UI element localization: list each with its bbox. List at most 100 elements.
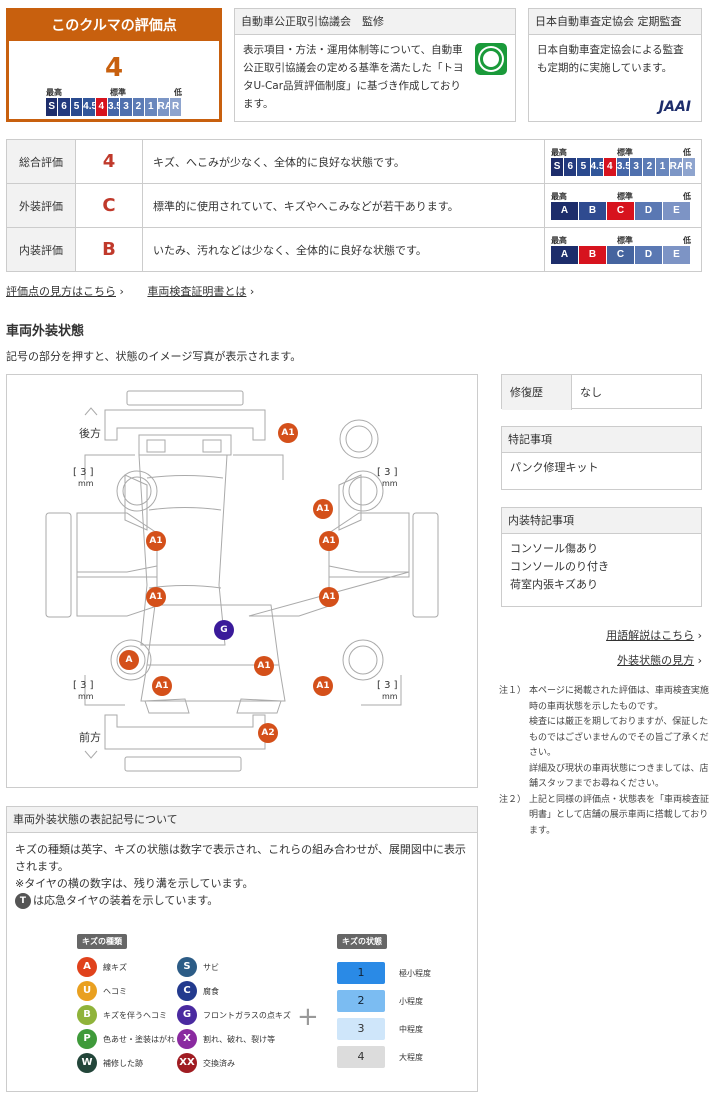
damage-type-label: 交換済み (203, 1058, 235, 1068)
certificate-link[interactable]: 車両検査証明書とは (147, 285, 247, 298)
damage-type-icon: W (77, 1053, 97, 1073)
rating-label: 総合評価 (6, 139, 76, 184)
damage-marker[interactable]: A2 (258, 723, 278, 743)
damage-marker[interactable]: A1 (278, 423, 298, 443)
legend-spare-note: は応急タイヤの装着を示しています。 (33, 894, 219, 907)
damage-type-label: 腐食 (203, 986, 219, 996)
scale-high-label: 最高 (550, 236, 567, 245)
tread-depth: [ 3 ]mm (73, 467, 94, 488)
damage-type-icon: G (177, 1005, 197, 1025)
glossary-link-row: 用語解説はこちら › (606, 629, 702, 642)
scale-cell: B (578, 202, 606, 220)
damage-marker[interactable]: A1 (319, 531, 339, 551)
scale-cell: E (662, 246, 690, 264)
spare-tire-icon: T (15, 893, 31, 909)
scale-cell: C (606, 246, 634, 264)
damage-type: XX 交換済み (177, 1051, 297, 1075)
tread-unit: mm (77, 692, 94, 701)
damage-type-label: サビ (203, 962, 219, 972)
tread-value: 3 (384, 467, 391, 478)
scale-cell: 3.5 (107, 98, 122, 116)
note-key: 注２） (499, 794, 527, 805)
special-notes: 特記事項 パンク修理キット (501, 426, 702, 490)
note-line: 詳細及び現状の車両状態につきましては、店舗スタッフまでお尋ねください。 (529, 763, 709, 790)
tread-unit: mm (381, 692, 398, 701)
types-title: キズの種類 (77, 934, 127, 949)
glossary-link[interactable]: 用語解説はこちら (606, 629, 695, 642)
special-body: パンク修理キット (510, 461, 599, 474)
damage-level-badge: 4 (337, 1046, 385, 1068)
damage-marker[interactable]: A1 (319, 587, 339, 607)
scale-cell: R (169, 98, 182, 116)
damage-type-icon: C (177, 981, 197, 1001)
scale-low-label: 低 (174, 88, 182, 97)
interior-title: 内装特記事項 (502, 508, 701, 534)
damage-type-icon: B (77, 1005, 97, 1025)
repair-label: 修復歴 (502, 375, 572, 410)
damage-marker[interactable]: G (214, 620, 234, 640)
damage-type-icon: S (177, 957, 197, 977)
scale-cell: 1 (145, 98, 157, 116)
damage-level-badge: 1 (337, 962, 385, 984)
damage-marker[interactable]: A1 (146, 531, 166, 551)
scale-cell: RA (669, 158, 684, 176)
scale-low-label: 低 (682, 236, 691, 245)
note-key: 注１） (499, 686, 527, 696)
scale-cell: A (550, 246, 578, 264)
tread-depth: [ 3 ]mm (73, 680, 94, 701)
section-title: 車両外装状態 (6, 324, 85, 339)
damage-level-badge: 3 (337, 1018, 385, 1040)
legend-panel: 車両外装状態の表記記号について キズの種類は英字、キズの状態は数字で表示され、こ… (6, 806, 478, 1092)
scale-cell: D (634, 246, 662, 264)
interior-item: コンソール傷あり (510, 542, 598, 555)
damage-type-label: 色あせ・塗装はがれ (103, 1034, 175, 1044)
repair-value: なし (580, 386, 602, 399)
damage-type-icon: X (177, 1029, 197, 1049)
damage-marker[interactable]: A1 (152, 676, 172, 696)
note-line: 検査には厳正を期しておりますが、保証したものではございませんのでその旨ご了承くだ… (529, 717, 709, 758)
scale-cell: 3 (120, 98, 132, 116)
damage-marker[interactable]: A1 (313, 676, 333, 696)
scale-cell: B (578, 246, 606, 264)
exterior-guide-link[interactable]: 外装状態の見方 (617, 654, 695, 667)
fair-trade-logo-icon (475, 43, 507, 75)
legend-title: 車両外装状態の表記記号について (7, 807, 477, 833)
panel-body: 日本自動車査定協会による監査も定期的に実施しています。 (537, 44, 684, 74)
damage-type-label: 線キズ (103, 962, 127, 972)
legend-tread-note: ※タイヤの横の数字は、残り溝を示しています。 (15, 877, 254, 890)
scale-cell: 5 (70, 98, 83, 116)
scale-cell: 4 (603, 158, 616, 176)
damage-level-label: 中程度 (399, 1024, 423, 1034)
scale-cell: A (550, 202, 578, 220)
rating-row: 外装評価 C 標準的に使用されていて、キズやへこみなどが若干あります。 最高標準… (6, 183, 703, 228)
scale-low-label: 低 (682, 192, 691, 201)
damage-type: S サビ (177, 955, 297, 979)
fair-trade-panel: 自動車公正取引協議会 監修 表示項目・方法・運用体制等について、自動車公正取引協… (234, 8, 516, 122)
scale-cell: S (46, 98, 58, 116)
damage-marker[interactable]: A1 (254, 656, 274, 676)
damage-marker[interactable]: A1 (313, 499, 333, 519)
chevron-down-icon (84, 750, 98, 759)
note-line: 上記と同様の評価点・状態表を「車両検査証明書」として店舗の展示車両に搭載しており… (529, 794, 710, 836)
note-item: 注１）本ページに掲載された評価は、車両検査実施時の車両状態を示したものです。検査… (499, 684, 709, 793)
rating-score: B (75, 227, 143, 272)
notes: 注１）本ページに掲載された評価は、車両検査実施時の車両状態を示したものです。検査… (499, 684, 709, 839)
damage-marker[interactable]: A (119, 650, 139, 670)
scale-cell: R (682, 158, 695, 176)
damage-level: 3 中程度 (337, 1015, 431, 1043)
damage-type-icon: XX (177, 1053, 197, 1073)
scale-mid-label: 標準 (616, 236, 633, 245)
interior-item: コンソールのり付き (510, 560, 609, 573)
damage-marker[interactable]: A1 (146, 587, 166, 607)
interior-notes: 内装特記事項 コンソール傷ありコンソールのり付き荷室内張キズあり (501, 507, 702, 607)
scale-cell: 5 (577, 158, 590, 176)
how-to-read-link[interactable]: 評価点の見方はこちら (6, 285, 116, 298)
